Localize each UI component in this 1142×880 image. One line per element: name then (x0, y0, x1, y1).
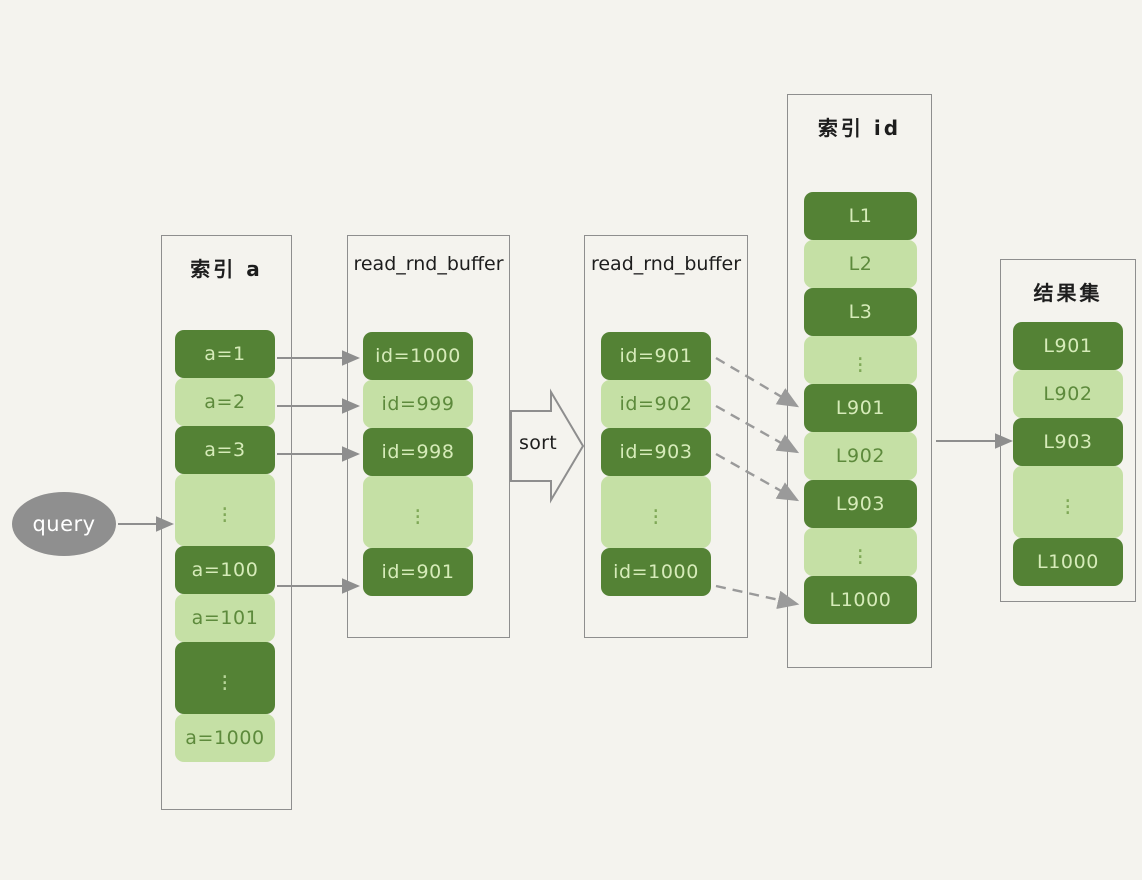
cell-label: L902 (835, 445, 886, 467)
cell-label: L1000 (1037, 551, 1099, 573)
cell-label: id=903 (619, 441, 693, 463)
cell-label: id=1000 (375, 345, 461, 367)
cell-label: a=1000 (185, 727, 265, 749)
cell-label: L903 (835, 493, 886, 515)
ellipsis-icon: ... (652, 493, 660, 530)
cell-label: L2 (848, 253, 873, 275)
query-node: query (12, 492, 116, 556)
cell-index-a-5: a=101 (175, 594, 275, 642)
cell-label: L901 (1043, 335, 1093, 357)
cell-read-rnd-buffer-sorted-2: id=903 (601, 428, 711, 476)
cell-index-id-6: L903 (804, 480, 917, 528)
cell-label: id=901 (381, 561, 455, 583)
cell-label: a=2 (204, 391, 246, 413)
cell-label: id=999 (381, 393, 455, 415)
cell-index-a-6: ... (175, 642, 275, 714)
cell-index-id-0: L1 (804, 192, 917, 240)
panel-buffer-unsorted-title: read_rnd_buffer (353, 253, 504, 275)
stack-read-rnd-buffer-sorted: id=901 id=902 id=903... id=1000 (601, 332, 711, 596)
stack-read-rnd-buffer-unsorted: id=1000 id=999 id=998... id=901 (363, 332, 473, 596)
cell-index-a-4: a=100 (175, 546, 275, 594)
sort-label: sort (519, 432, 557, 454)
panel-buffer-sorted-title: read_rnd_buffer (590, 253, 742, 275)
cell-read-rnd-buffer-unsorted-2: id=998 (363, 428, 473, 476)
ellipsis-icon: ... (1064, 483, 1072, 520)
cell-index-id-2: L3 (804, 288, 917, 336)
cell-read-rnd-buffer-unsorted-1: id=999 (363, 380, 473, 428)
cell-label: a=100 (191, 559, 259, 581)
ellipsis-icon: ... (856, 341, 865, 378)
ellipsis-icon: ... (856, 533, 865, 570)
panel-read-rnd-buffer-unsorted: read_rnd_buffer (347, 235, 510, 638)
cell-result-set-4: L1000 (1013, 538, 1123, 586)
cell-label: L903 (1043, 431, 1093, 453)
cell-read-rnd-buffer-sorted-0: id=901 (601, 332, 711, 380)
cell-label: id=902 (619, 393, 693, 415)
cell-read-rnd-buffer-sorted-3: ... (601, 476, 711, 548)
cell-read-rnd-buffer-sorted-1: id=902 (601, 380, 711, 428)
cell-index-id-3: ... (804, 336, 917, 384)
cell-label: L3 (848, 301, 873, 323)
cell-read-rnd-buffer-unsorted-4: id=901 (363, 548, 473, 596)
query-label: query (32, 512, 96, 536)
ellipsis-icon: ... (414, 493, 422, 530)
cell-result-set-3: ... (1013, 466, 1123, 538)
cell-label: L902 (1043, 383, 1093, 405)
cell-label: L1000 (829, 589, 892, 611)
cell-label: id=998 (381, 441, 455, 463)
ellipsis-icon: ... (221, 659, 229, 696)
cell-index-id-7: ... (804, 528, 917, 576)
cell-result-set-1: L902 (1013, 370, 1123, 418)
cell-read-rnd-buffer-unsorted-3: ... (363, 476, 473, 548)
cell-result-set-0: L901 (1013, 322, 1123, 370)
panel-index-id-title: 索引 id (817, 116, 902, 140)
cell-read-rnd-buffer-unsorted-0: id=1000 (363, 332, 473, 380)
cell-label: L901 (835, 397, 886, 419)
cell-label: a=1 (204, 343, 246, 365)
cell-index-id-4: L901 (804, 384, 917, 432)
cell-label: L1 (848, 205, 873, 227)
panel-result-set: 结果集 (1000, 259, 1136, 602)
cell-index-id-8: L1000 (804, 576, 917, 624)
cell-read-rnd-buffer-sorted-4: id=1000 (601, 548, 711, 596)
cell-index-id-5: L902 (804, 432, 917, 480)
cell-label: a=3 (204, 439, 246, 461)
stack-index-a: a=1 a=2 a=3... a=100 a=101... a=1000 (175, 330, 275, 762)
cell-index-a-1: a=2 (175, 378, 275, 426)
cell-index-a-2: a=3 (175, 426, 275, 474)
cell-label: a=101 (191, 607, 259, 629)
cell-index-a-0: a=1 (175, 330, 275, 378)
panel-result-set-title: 结果集 (1033, 281, 1103, 305)
cell-result-set-2: L903 (1013, 418, 1123, 466)
ellipsis-icon: ... (221, 491, 229, 528)
cell-index-a-7: a=1000 (175, 714, 275, 762)
cell-index-id-1: L2 (804, 240, 917, 288)
cell-label: id=1000 (613, 561, 699, 583)
cell-label: id=901 (619, 345, 693, 367)
panel-index-a-title: 索引 a (190, 257, 263, 281)
cell-index-a-3: ... (175, 474, 275, 546)
